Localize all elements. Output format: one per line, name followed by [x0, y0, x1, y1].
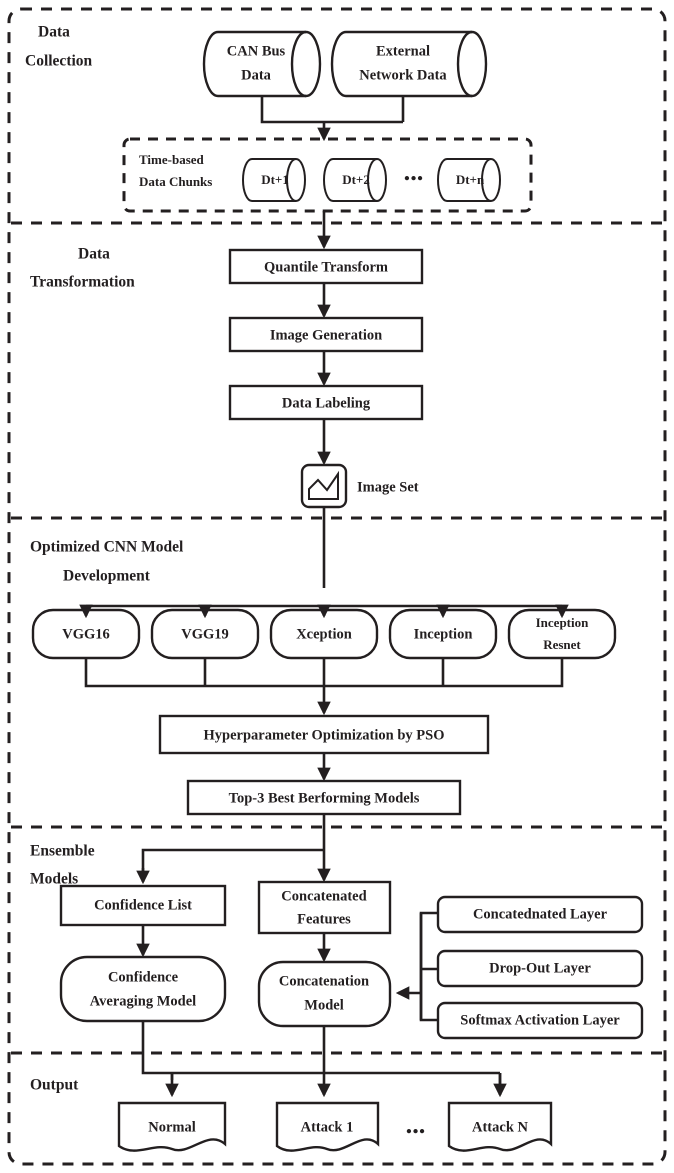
model-xception-label: Xception [296, 626, 352, 642]
section-label-data-transformation-line1: Data [78, 246, 110, 263]
can-bus-data-label-line2: Data [241, 67, 272, 83]
chunk-dt1-label: Dt+1 [261, 172, 289, 187]
image-generation-node[interactable]: Image Generation [228, 316, 424, 353]
concatenated-features-label-line1: Concatenated [281, 888, 366, 904]
data-labeling-label: Data Labeling [282, 395, 371, 411]
section-label-cnn-line1: Optimized CNN Model [30, 539, 184, 556]
image-generation-label: Image Generation [270, 327, 382, 343]
concatenation-model-node[interactable]: Concatenation Model [257, 960, 392, 1028]
time-based-chunks-label-line2: Data Chunks [139, 174, 212, 189]
can-bus-data-node[interactable]: CAN Bus Data [202, 30, 322, 98]
softmax-activation-layer-node[interactable]: Softmax Activation Layer [436, 1001, 644, 1040]
model-xception-node[interactable]: Xception [269, 608, 379, 660]
hyperparameter-optimization-label: Hyperparameter Optimization by PSO [204, 727, 445, 743]
model-inception-resnet-label-line2: Resnet [543, 637, 581, 652]
model-inception-node[interactable]: Inception [388, 608, 498, 660]
connector-sources-merge [260, 96, 405, 124]
outer-frame [7, 7, 667, 1166]
output-attack-n-label: Attack N [472, 1119, 529, 1135]
output-normal-label: Normal [148, 1119, 196, 1135]
confidence-list-label: Confidence List [94, 897, 192, 913]
chunk-dt2-label: Dt+2 [342, 172, 370, 187]
section-label-data-transformation-line2: Transformation [30, 274, 135, 291]
confidence-averaging-model-node[interactable]: Confidence Averaging Model [59, 955, 227, 1023]
concatednated-layer-label: Concatednated Layer [473, 906, 608, 922]
time-based-chunks-group [122, 137, 533, 213]
external-network-data-label-line1: External [376, 43, 430, 59]
output-attack-1-node[interactable]: Attack 1 [275, 1101, 380, 1152]
model-vgg16-label: VGG16 [62, 626, 110, 642]
confidence-averaging-model-label-line1: Confidence [108, 969, 179, 985]
top3-models-node[interactable]: Top-3 Best Berforming Models [186, 779, 462, 816]
output-ellipsis: ••• [406, 1124, 426, 1141]
chunks-ellipsis: ••• [404, 171, 424, 188]
softmax-activation-layer-label: Softmax Activation Layer [460, 1012, 620, 1028]
connector-ensemble-branch-left [141, 848, 324, 880]
output-attack-1-label: Attack 1 [301, 1119, 354, 1135]
section-label-data-collection-line2: Collection [25, 53, 93, 70]
chunk-dt1-node[interactable]: Dt+1 [242, 158, 306, 202]
section-label-cnn-line2: Development [63, 568, 151, 585]
section-label-ensemble-line1: Ensemble [30, 843, 95, 860]
drop-out-layer-node[interactable]: Drop-Out Layer [436, 949, 644, 988]
drop-out-layer-label: Drop-Out Layer [489, 960, 591, 976]
chunk-dtn-node[interactable]: Dt+n [437, 158, 501, 202]
section-label-ensemble-line2: Models [30, 871, 78, 888]
connector-confmodel-to-output [141, 1021, 502, 1090]
section-label-data-collection-line1: Data [38, 24, 70, 41]
top3-models-label: Top-3 Best Berforming Models [229, 790, 420, 806]
chunk-dt2-node[interactable]: Dt+2 [323, 158, 387, 202]
model-vgg19-node[interactable]: VGG19 [150, 608, 260, 660]
can-bus-data-label-line1: CAN Bus [227, 43, 286, 59]
data-labeling-node[interactable]: Data Labeling [228, 384, 424, 421]
concatenation-model-label-line1: Concatenation [279, 973, 369, 989]
image-set-node[interactable]: Image Set [300, 463, 419, 509]
output-normal-node[interactable]: Normal [117, 1101, 227, 1152]
hyperparameter-optimization-node[interactable]: Hyperparameter Optimization by PSO [158, 714, 490, 755]
concatednated-layer-node[interactable]: Concatednated Layer [436, 895, 644, 934]
picture-icon-glyph [308, 470, 339, 500]
chunk-dtn-label: Dt+n [456, 172, 485, 187]
model-vgg16-node[interactable]: VGG16 [31, 608, 141, 660]
model-inception-label: Inception [414, 626, 473, 642]
external-network-data-node[interactable]: External Network Data [330, 30, 488, 98]
time-based-chunks-label-line1: Time-based [139, 152, 205, 167]
confidence-list-node[interactable]: Confidence List [59, 884, 227, 927]
confidence-averaging-model-label-line2: Averaging Model [90, 993, 196, 1009]
image-set-label: Image Set [357, 479, 419, 495]
concatenated-features-node[interactable]: Concatenated Features [257, 880, 392, 935]
concatenation-model-label-line2: Model [304, 997, 343, 1013]
model-vgg19-label: VGG19 [181, 626, 229, 642]
quantile-transform-label: Quantile Transform [264, 259, 388, 275]
quantile-transform-node[interactable]: Quantile Transform [228, 248, 424, 285]
external-network-data-label-line2: Network Data [359, 67, 447, 83]
output-attack-n-node[interactable]: Attack N [447, 1101, 553, 1152]
model-inception-resnet-node[interactable]: Inception Resnet [507, 608, 617, 660]
concatenated-features-label-line2: Features [297, 911, 351, 927]
model-inception-resnet-label-line1: Inception [536, 615, 590, 630]
connector-layers-bus [419, 911, 437, 1022]
section-label-output: Output [30, 1077, 79, 1094]
